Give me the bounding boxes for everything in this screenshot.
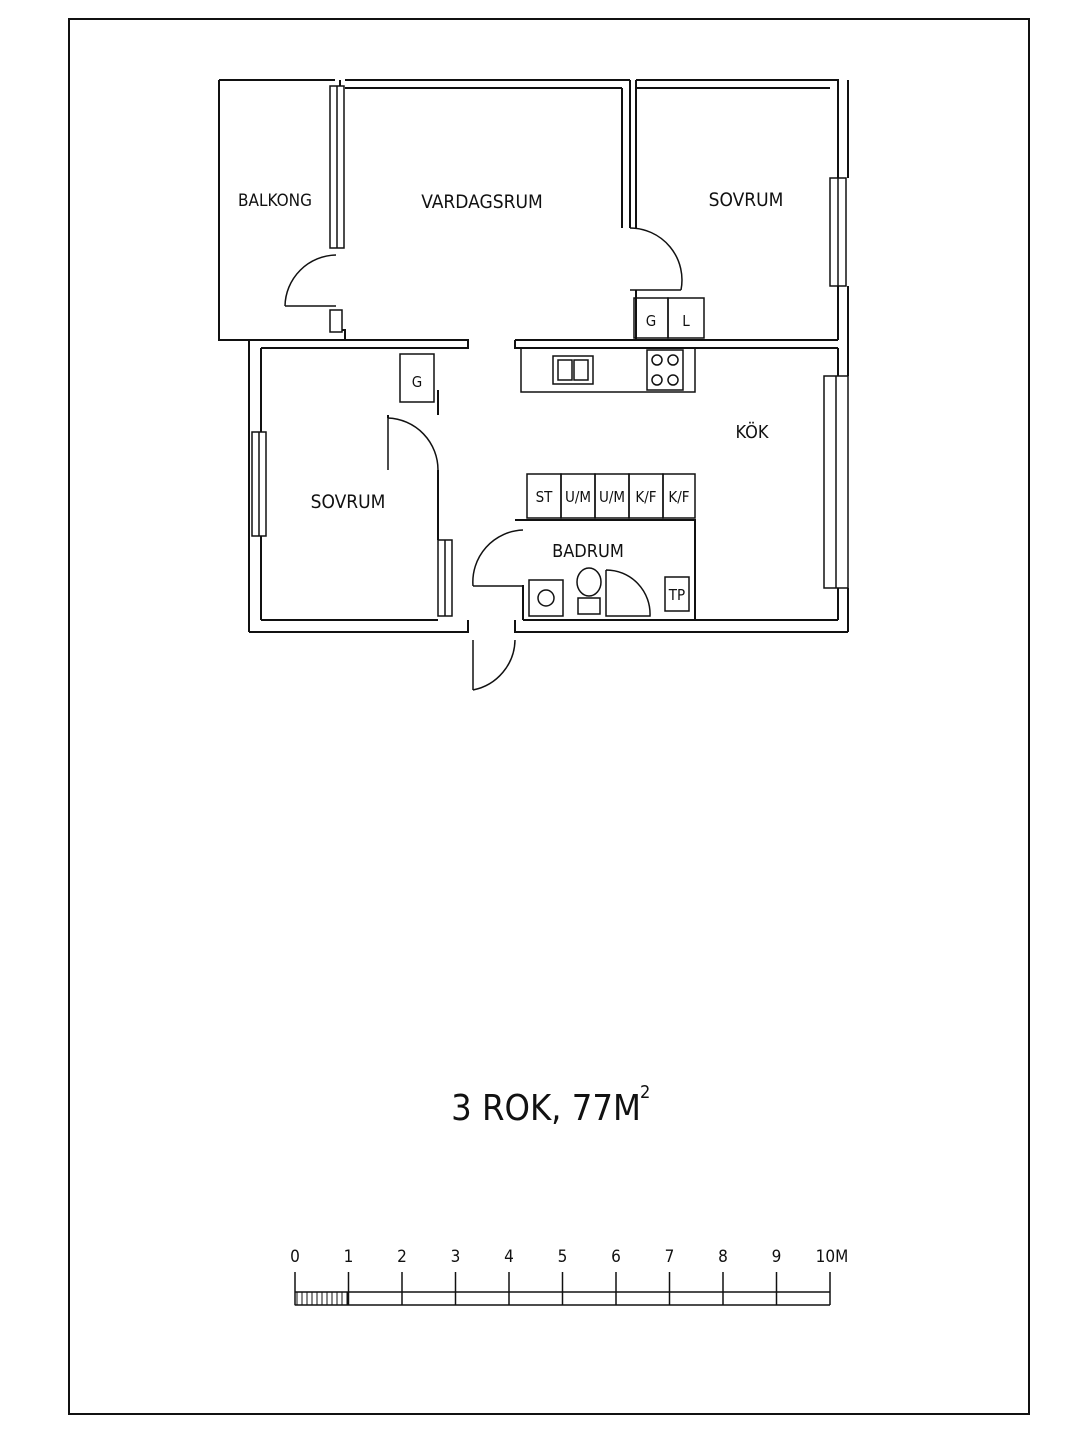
fixture-label-kf1: K/F — [635, 488, 656, 506]
fixture-label-um2: U/M — [599, 488, 625, 506]
fixture-label-g-left: G — [412, 373, 422, 391]
fixture-label-um1: U/M — [565, 488, 591, 506]
room-label-balkong: BALKONG — [238, 191, 312, 211]
scale-label: 7 — [665, 1247, 675, 1267]
kitchen-counter — [520, 347, 696, 393]
scale-bar: 0 1 2 3 4 5 6 7 8 9 10M — [290, 1247, 849, 1306]
doors — [284, 227, 683, 691]
windows — [251, 85, 849, 617]
scale-label: 4 — [504, 1247, 514, 1267]
scale-label: 3 — [451, 1247, 461, 1267]
scale-label: 10M — [816, 1247, 849, 1267]
fixture-label-kf2: K/F — [668, 488, 689, 506]
scale-label: 9 — [772, 1247, 782, 1267]
plan-title: 3 ROK, 77M 2 — [451, 1082, 650, 1129]
fixture-label-g-top: G — [646, 312, 656, 330]
plan-title-superscript: 2 — [640, 1082, 650, 1103]
fixture-label-st: ST — [536, 488, 554, 506]
plan-title-text: 3 ROK, 77M — [451, 1088, 641, 1129]
room-label-sovrum-top: SOVRUM — [709, 189, 784, 211]
scale-label: 2 — [397, 1247, 407, 1267]
scale-label: 0 — [290, 1247, 300, 1267]
fixture-label-tp: TP — [668, 586, 685, 604]
closets — [399, 297, 705, 519]
room-label-badrum: BADRUM — [552, 541, 624, 562]
scale-label: 6 — [611, 1247, 621, 1267]
page-frame — [68, 18, 1030, 1415]
fixture-label-l-top: L — [682, 312, 690, 330]
room-label-sovrum-left: SOVRUM — [311, 491, 386, 513]
room-label-vardagsrum: VARDAGSRUM — [421, 191, 542, 213]
scale-label: 5 — [558, 1247, 568, 1267]
fixture-labels: G L G ST U/M U/M K/F K/F TP — [412, 312, 690, 604]
room-labels: BALKONG VARDAGSRUM SOVRUM SOVRUM KÖK BAD… — [238, 189, 783, 562]
room-label-kok: KÖK — [736, 421, 769, 443]
bathroom-fixtures — [528, 567, 690, 617]
scale-label: 8 — [718, 1247, 728, 1267]
scale-label: 1 — [344, 1247, 354, 1267]
walls — [218, 79, 849, 633]
